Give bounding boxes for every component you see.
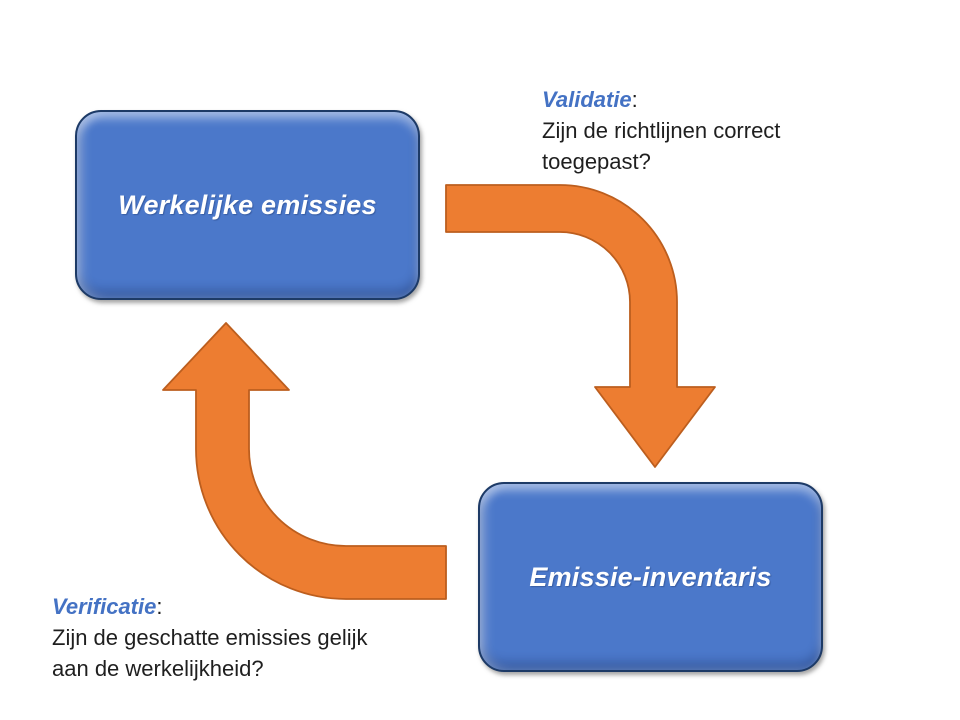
node-label: Emissie-inventaris [529, 561, 772, 592]
validatie-annotation: Validatie: Zijn de richtlijnen correct t… [542, 84, 780, 177]
validatie-term: Validatie [542, 87, 632, 112]
node-label: Werkelijke emissies [118, 189, 377, 220]
node-emissie-inventaris: Emissie-inventaris [478, 482, 823, 672]
colon: : [156, 594, 163, 619]
annotation-heading: Validatie: [542, 84, 780, 115]
annotation-line: Zijn de geschatte emissies gelijk [52, 625, 368, 650]
node-werkelijke-emissies: Werkelijke emissies [75, 110, 420, 300]
annotation-heading: Verificatie: [52, 591, 367, 622]
verificatie-annotation: Verificatie: Zijn de geschatte emissies … [52, 591, 367, 684]
colon: : [631, 87, 638, 112]
curved-arrow-down-icon [445, 184, 716, 468]
curved-arrow-up-icon [162, 322, 447, 600]
annotation-line: Zijn de richtlijnen correct [542, 118, 781, 143]
annotation-line: aan de werkelijkheid? [52, 656, 264, 681]
annotation-line: toegepast? [542, 149, 651, 174]
verificatie-term: Verificatie [52, 594, 157, 619]
